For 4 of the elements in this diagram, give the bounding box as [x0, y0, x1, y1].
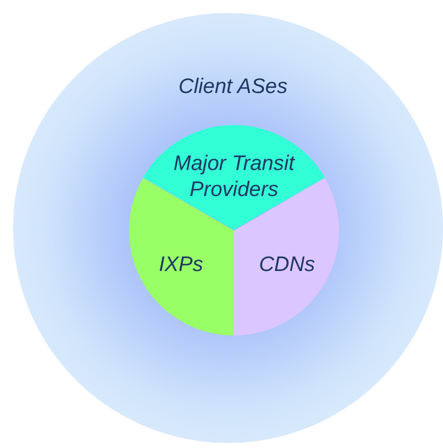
- sector-label: Major Transit Providers: [172, 151, 296, 203]
- sector-label: IXPs: [158, 252, 204, 278]
- region-label: Client ASes: [178, 74, 288, 100]
- sector-label: CDNs: [258, 252, 316, 278]
